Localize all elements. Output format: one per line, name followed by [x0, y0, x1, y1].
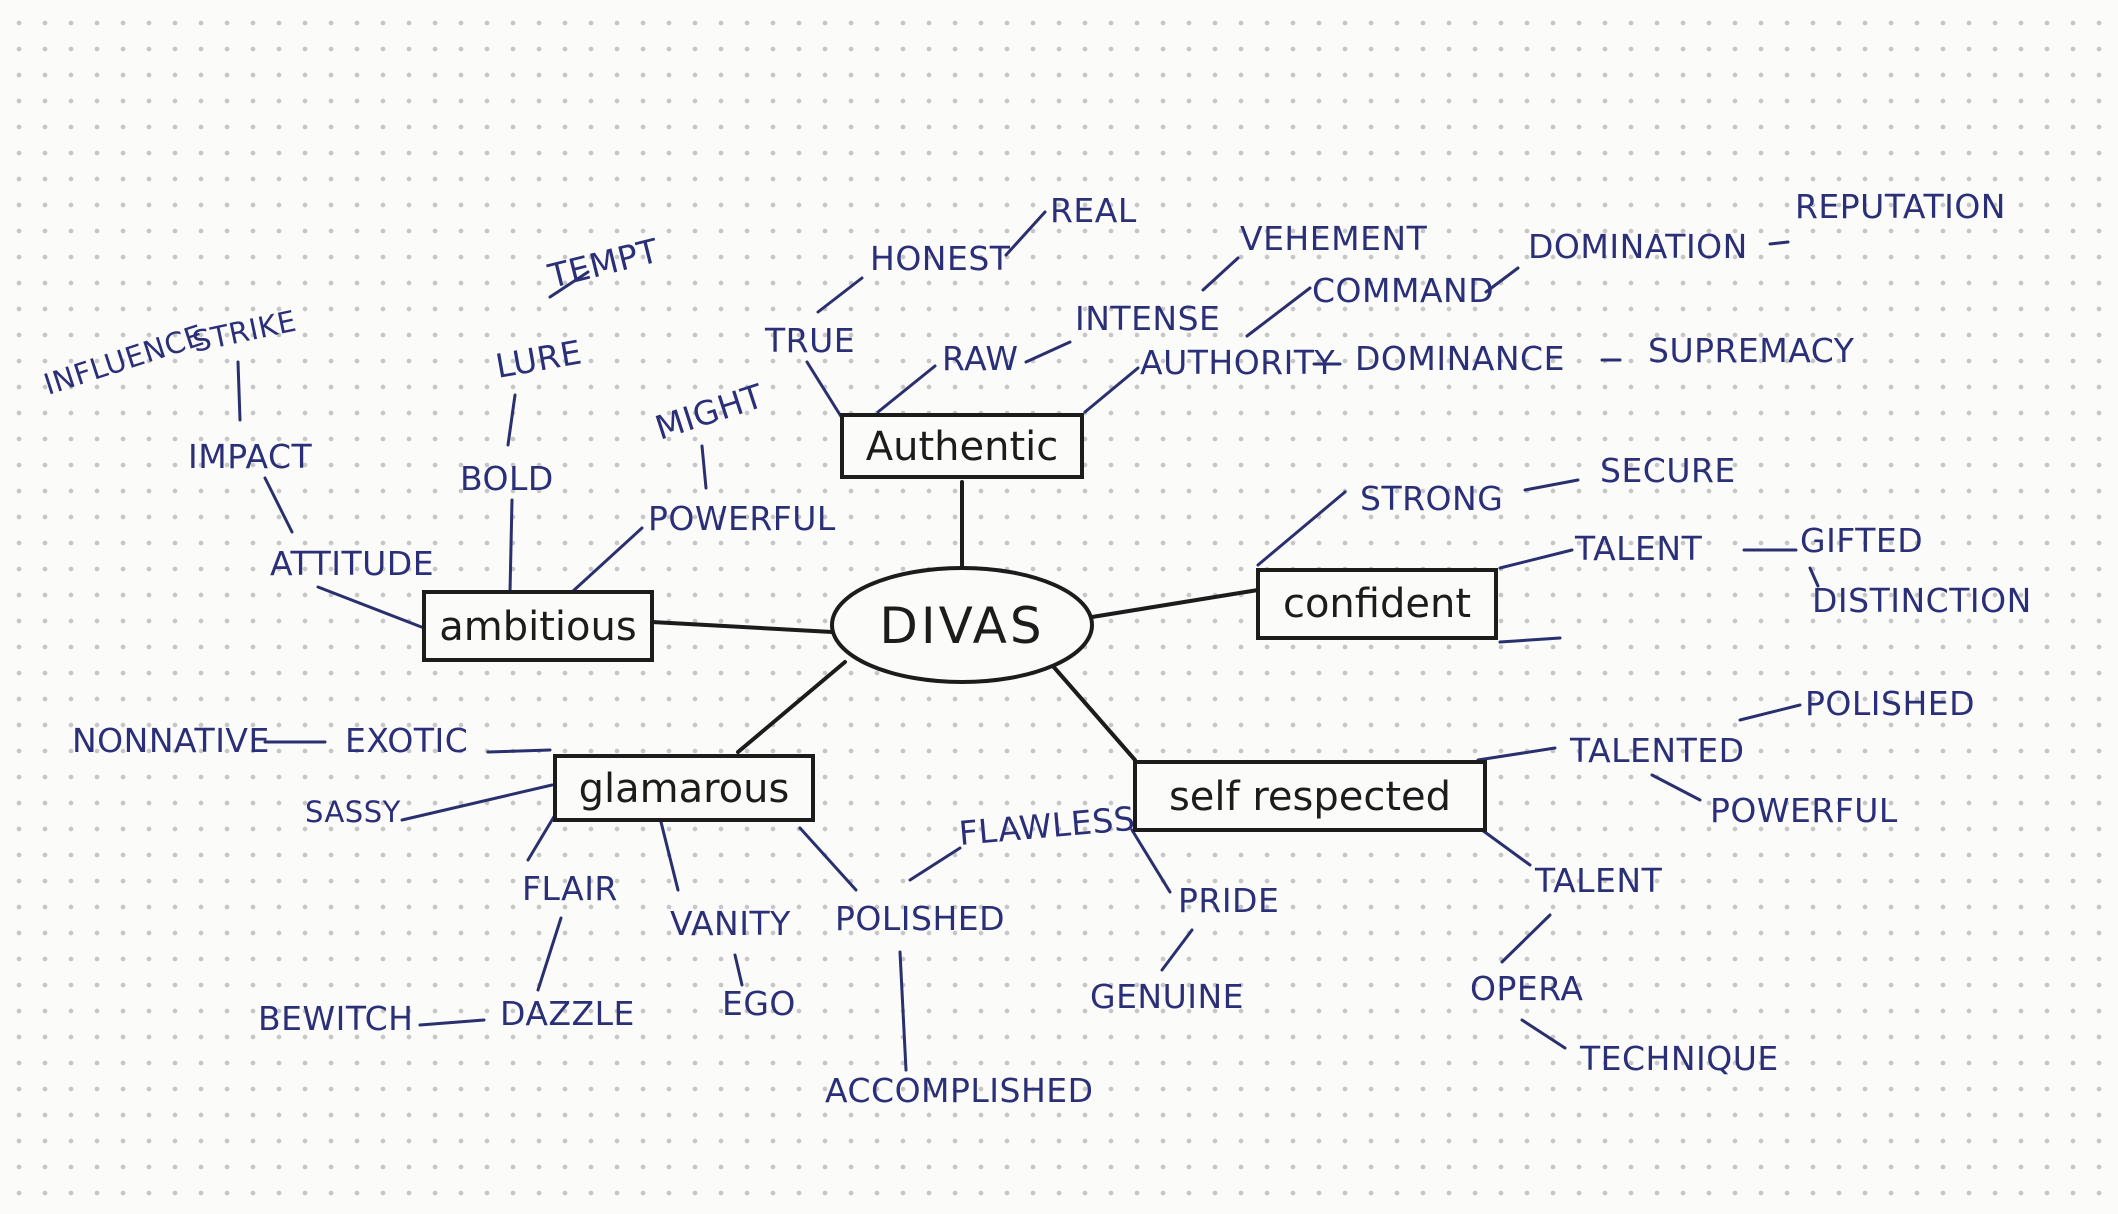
word-vanity: VANITY	[670, 904, 791, 943]
word-powerful-a: POWERFUL	[648, 499, 836, 538]
word-dominance: DOMINANCE	[1355, 339, 1565, 378]
self-respected-words: TALENTED POLISHED POWERFUL TALENT OPERA …	[1090, 684, 1975, 1078]
word-might: MIGHT	[650, 376, 768, 448]
word-raw: RAW	[942, 339, 1019, 378]
word-opera: OPERA	[1470, 969, 1583, 1008]
word-domination: DOMINATION	[1528, 227, 1748, 266]
authentic-words: HONEST REAL TRUE RAW INTENSE VEHEMENT AU…	[764, 187, 2006, 382]
word-talented: TALENTED	[1569, 731, 1745, 770]
category-glamarous: glamarous	[553, 754, 815, 822]
ambitious-words: INFLUENCE STRIKE IMPACT ATTITUDE TEMPT L…	[40, 231, 836, 583]
word-attitude: ATTITUDE	[270, 544, 434, 583]
word-authority: AUTHORITY	[1140, 343, 1335, 382]
word-flawless: FLAWLESS	[957, 799, 1136, 853]
word-bewitch: BEWITCH	[258, 999, 413, 1038]
category-label-ambitious: ambitious	[439, 604, 636, 650]
word-ego: EGO	[722, 984, 796, 1023]
word-nonnative: NONNATIVE	[72, 721, 270, 760]
word-gifted: GIFTED	[1800, 521, 1923, 560]
word-tempt: TEMPT	[544, 231, 663, 296]
word-exotic: EXOTIC	[345, 721, 468, 760]
word-reputation: REPUTATION	[1795, 187, 2006, 226]
category-authentic: Authentic	[840, 413, 1084, 479]
word-secure: SECURE	[1600, 451, 1736, 490]
word-lure: LURE	[493, 332, 585, 385]
word-powerful-s: POWERFUL	[1710, 791, 1898, 830]
word-command: COMMAND	[1312, 271, 1494, 310]
word-technique: TECHNIQUE	[1579, 1039, 1779, 1078]
center-label: DIVAS	[879, 597, 1044, 655]
category-label-glamarous: glamarous	[579, 766, 790, 812]
word-flair: FLAIR	[522, 869, 618, 908]
category-label-self-respected: self respected	[1169, 774, 1451, 820]
word-real: REAL	[1050, 191, 1137, 230]
word-dazzle: DAZZLE	[500, 994, 635, 1033]
word-talent-s: TALENT	[1534, 861, 1663, 900]
word-polished-g: POLISHED	[835, 899, 1005, 938]
category-label-authentic: Authentic	[866, 424, 1059, 470]
word-polished-s: POLISHED	[1805, 684, 1975, 723]
word-talent-c: TALENT	[1574, 529, 1703, 568]
word-bold: BOLD	[460, 459, 554, 498]
word-accomplished: ACCOMPLISHED	[825, 1071, 1094, 1110]
word-vehement: VEHEMENT	[1240, 219, 1428, 258]
word-intense: INTENSE	[1075, 299, 1220, 338]
center-node: DIVAS	[830, 566, 1094, 684]
word-distinction: DISTINCTION	[1812, 581, 2032, 620]
word-honest: HONEST	[870, 239, 1011, 278]
word-impact: IMPACT	[188, 437, 313, 476]
word-pride: PRIDE	[1178, 881, 1279, 920]
word-genuine: GENUINE	[1090, 977, 1244, 1016]
word-sassy: SASSY	[305, 795, 401, 829]
word-true: TRUE	[764, 321, 855, 360]
category-self-respected: self respected	[1133, 760, 1487, 832]
connector-lines	[236, 210, 1820, 1072]
word-supremacy: SUPREMACY	[1648, 331, 1855, 370]
category-confident: confident	[1256, 568, 1498, 640]
category-label-confident: confident	[1283, 581, 1471, 627]
confident-words: STRONG SECURE TALENT GIFTED DISTINCTION	[1360, 451, 2032, 620]
word-strong: STRONG	[1360, 479, 1503, 518]
word-influence: INFLUENCE	[40, 318, 208, 402]
category-ambitious: ambitious	[422, 590, 654, 662]
word-strike: STRIKE	[189, 304, 299, 359]
